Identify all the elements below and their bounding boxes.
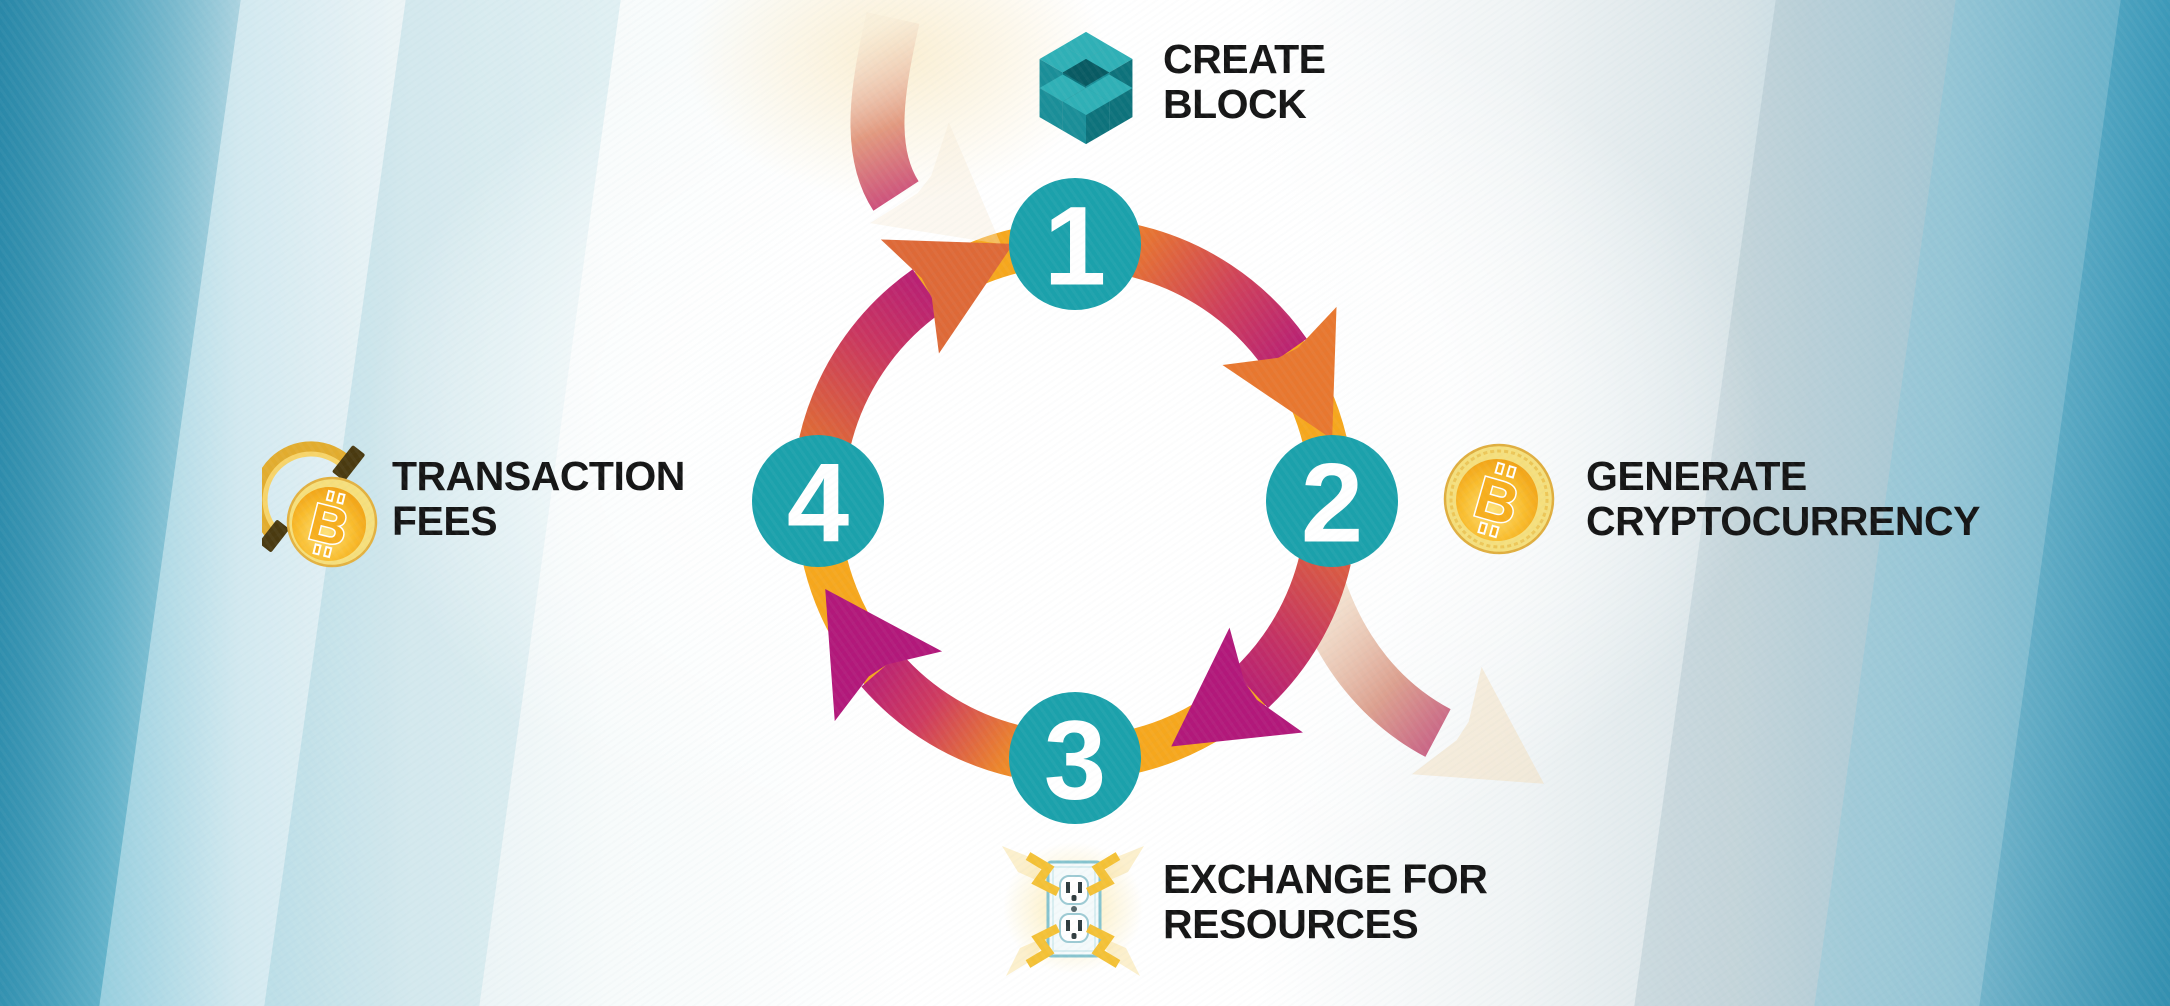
- step-label-create-block: CREATE BLOCK: [1163, 36, 1326, 128]
- cube: [1062, 88, 1110, 145]
- coin-face: [1456, 459, 1538, 541]
- fee-band-highlight: [262, 451, 346, 534]
- outlet-socket: [1059, 913, 1089, 943]
- label-line: EXCHANGE FOR: [1163, 856, 1488, 902]
- block-cubes-icon: [1039, 31, 1133, 145]
- step-number: 2: [1301, 440, 1363, 565]
- coin-edge-detail: [1449, 449, 1549, 549]
- label-line: CRYPTOCURRENCY: [1586, 498, 1980, 545]
- fee-band-cap: [262, 520, 289, 552]
- coin-face: [292, 487, 366, 561]
- label-line: RESOURCES: [1163, 901, 1419, 948]
- cube-notch: [1062, 59, 1110, 87]
- arrow-step3-to-step4: [825, 589, 1024, 777]
- outlet-socket: [1059, 875, 1089, 905]
- step-label-exchange-for-resources: EXCHANGE FOR RESOURCES: [1163, 856, 1488, 948]
- arrowhead: [825, 589, 943, 722]
- label-line: FEES: [392, 498, 498, 545]
- outlet-plate-inner: [1052, 866, 1096, 952]
- bitcoin-fee-coin-icon: B: [262, 441, 378, 568]
- step-label-transaction-fees: TRANSACTION FEES: [392, 453, 685, 545]
- step-number: 3: [1044, 697, 1106, 822]
- arrowhead: [880, 239, 1014, 354]
- label-line: TRANSACTION: [392, 453, 685, 499]
- step-label-generate-cryptocurrency: GENERATE CRYPTOCURRENCY: [1586, 453, 1980, 545]
- entry-arrow: [850, 12, 1001, 245]
- fee-band-cap: [332, 445, 365, 481]
- arrow-step4-to-step1: [799, 239, 1014, 450]
- entry-arrowhead: [870, 122, 1001, 245]
- exit-arrowhead: [1411, 666, 1544, 784]
- outlet-screw: [1071, 906, 1077, 912]
- arrow-step2-to-step3: [1171, 552, 1351, 747]
- step-circle-1: 1: [1009, 178, 1141, 310]
- arrowhead: [1171, 627, 1303, 747]
- power-outlet-icon: [1002, 842, 1144, 976]
- label-line: BLOCK: [1163, 81, 1307, 128]
- step-circle-4: 4: [752, 435, 884, 567]
- label-line: CREATE: [1163, 36, 1326, 82]
- step-circle-2: 2: [1266, 435, 1398, 567]
- step-circle-3: 3: [1009, 692, 1141, 824]
- bitcoin-coin-icon: B: [1443, 443, 1555, 555]
- step-number: 4: [787, 440, 849, 565]
- arrowhead: [1222, 306, 1337, 440]
- label-line: GENERATE: [1586, 453, 1807, 499]
- lightning-bolts: [1025, 852, 1121, 968]
- fee-band: [262, 441, 354, 541]
- arrow-step1-to-step2: [1122, 224, 1337, 440]
- exit-arrow: [1290, 569, 1544, 784]
- step-number: 1: [1044, 183, 1106, 308]
